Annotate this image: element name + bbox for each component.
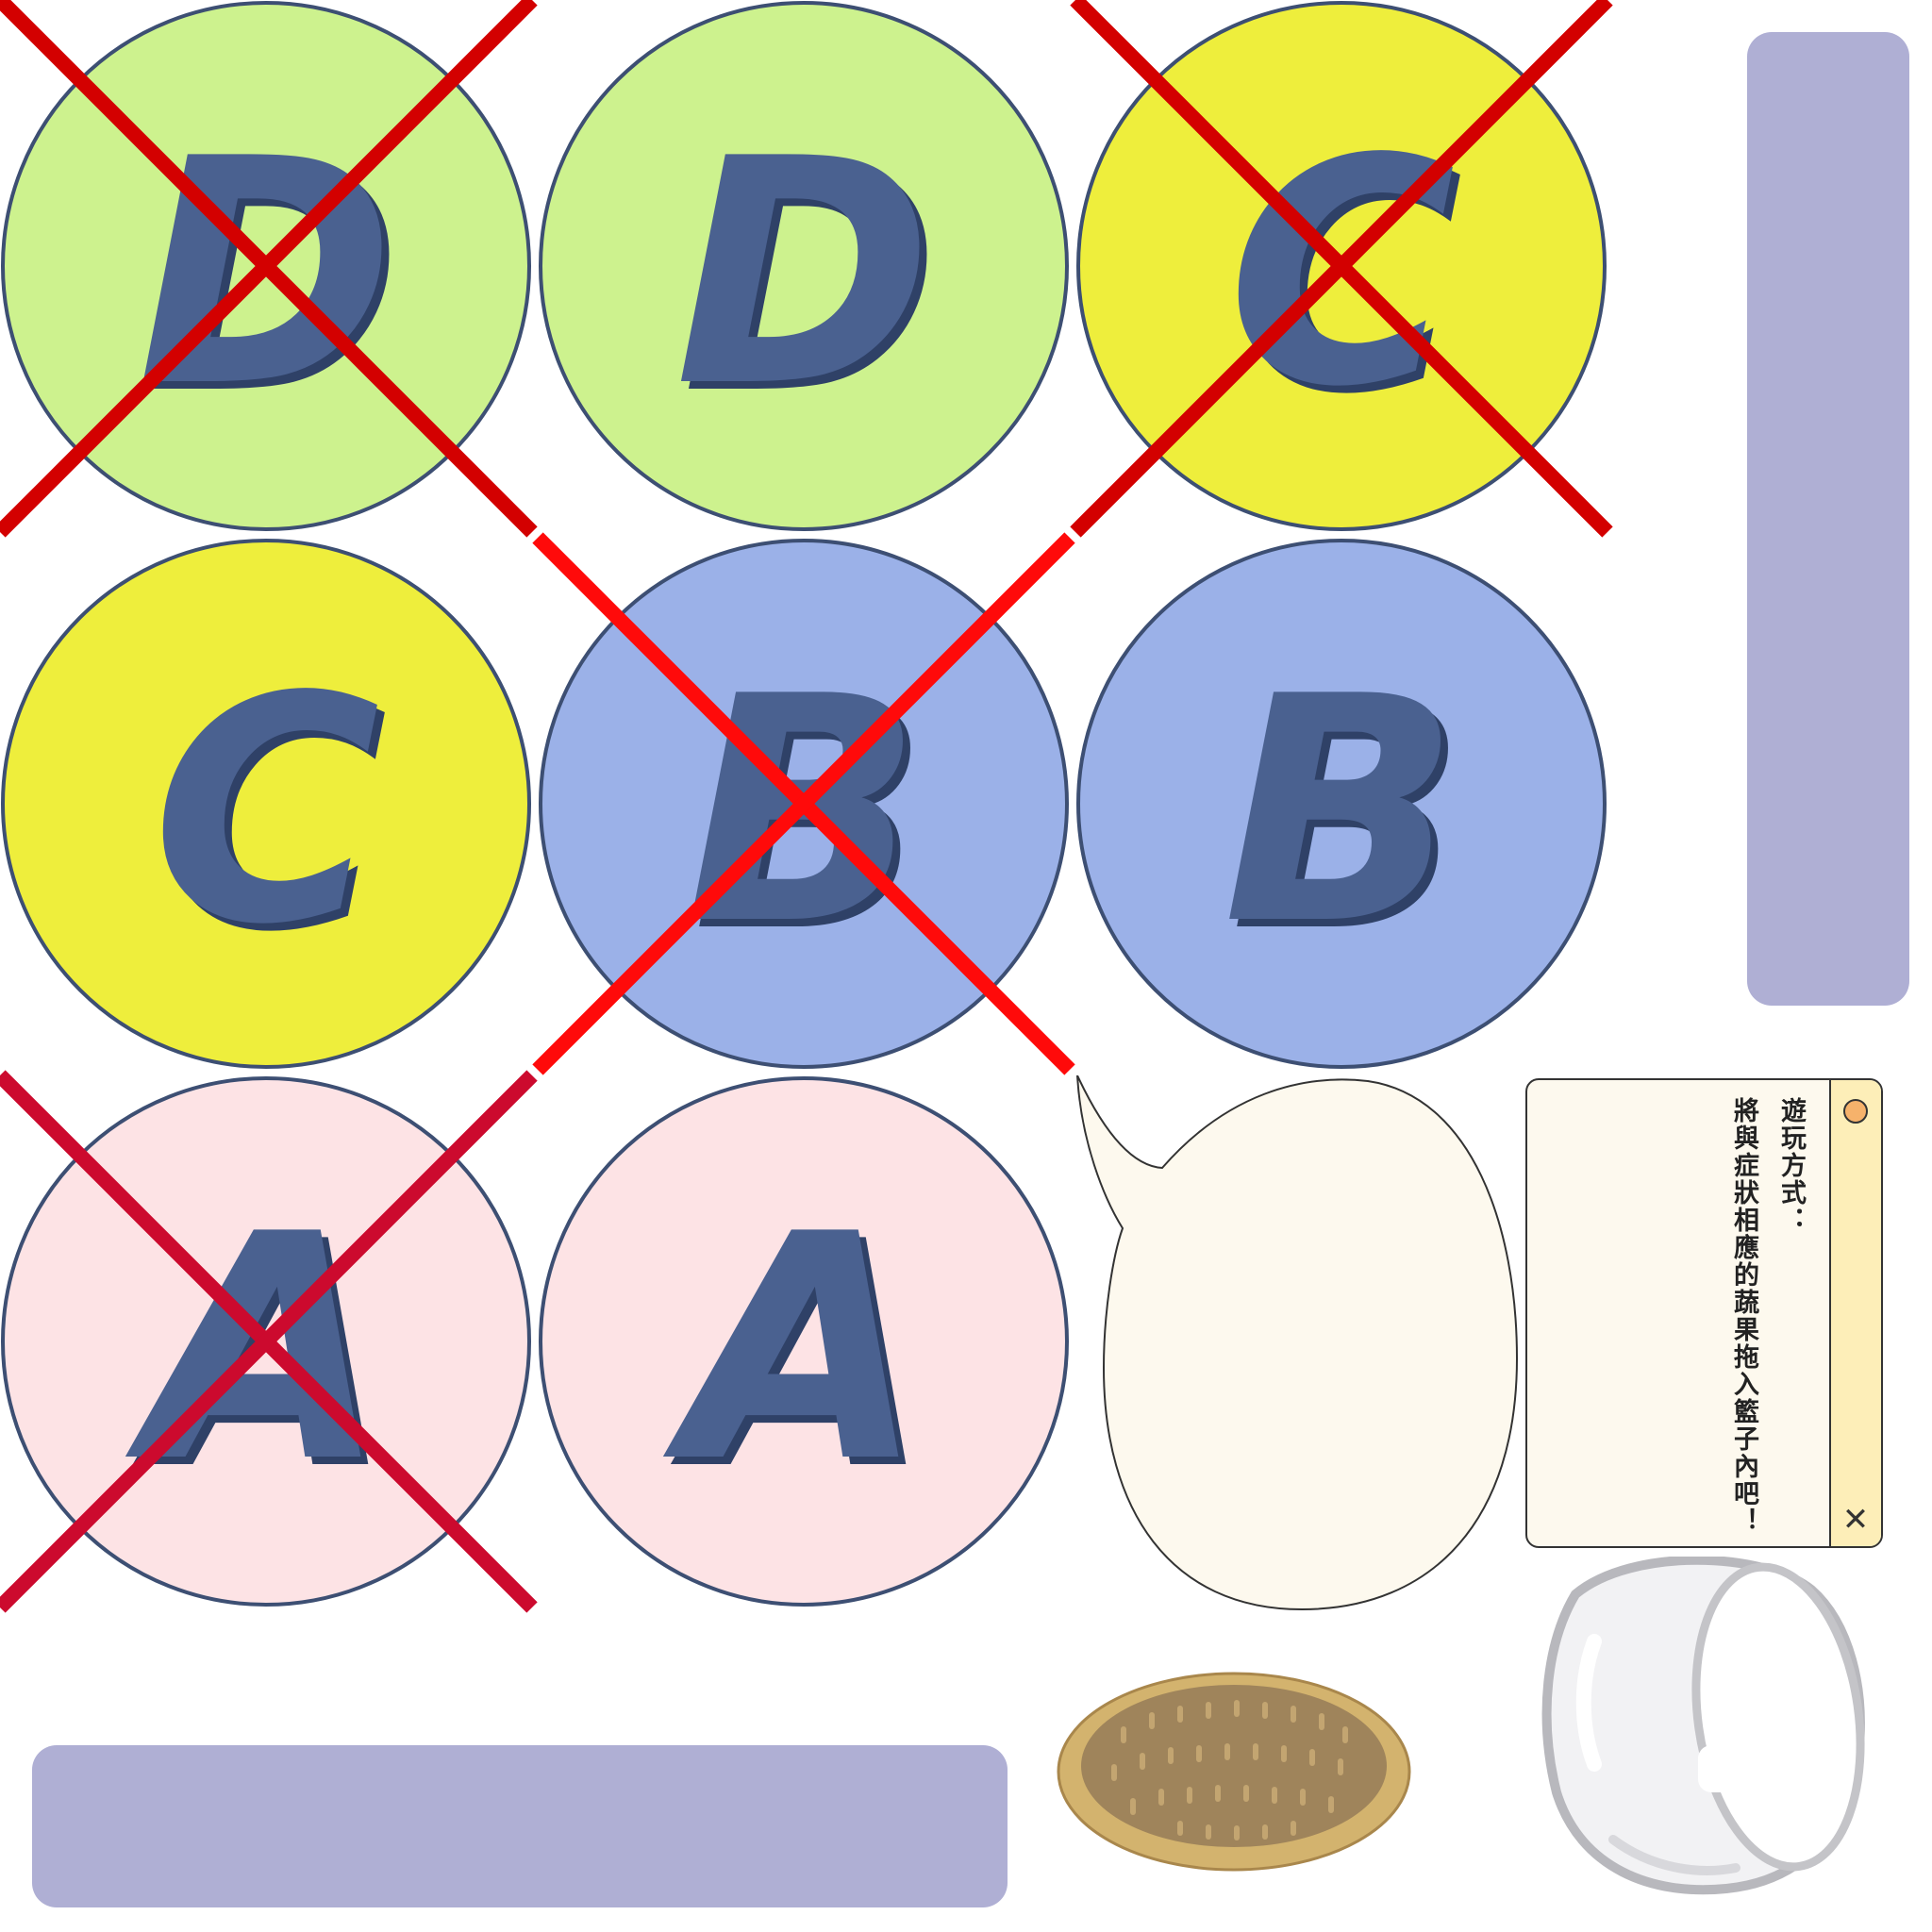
tile-a-crossed[interactable]: AA — [0, 1070, 538, 1613]
instructions-panel: ✕ 遊玩方式： 將與症狀相應的蔬果拖入籃子內吧！ — [1525, 1078, 1883, 1548]
tile-letter: D — [675, 92, 933, 455]
cross-mark-icon — [532, 532, 1075, 1075]
tile-letter-shadow: A — [667, 1175, 932, 1538]
basket-image[interactable] — [1055, 1670, 1413, 1873]
tile-circle — [539, 1, 1069, 531]
vertical-bar — [1747, 32, 1909, 1006]
instructions-title: 遊玩方式： — [1776, 1097, 1806, 1234]
instructions-body: 將與症狀相應的蔬果拖入籃子內吧！ — [1729, 1097, 1758, 1535]
tile-letter: C — [152, 630, 380, 992]
cross-mark-icon — [1070, 0, 1613, 538]
tile-letter-shadow: C — [159, 638, 388, 1000]
tile-c-crossed[interactable]: CC — [1070, 0, 1613, 538]
status-dot-icon — [1843, 1099, 1868, 1124]
tile-letter: B — [1223, 630, 1460, 992]
speech-bubble — [1075, 1075, 1519, 1613]
instructions-sidebar: ✕ — [1829, 1080, 1881, 1546]
tile-letter: A — [659, 1168, 924, 1530]
tile-circle — [1, 539, 531, 1069]
cross-mark-icon — [0, 0, 538, 538]
tile-letter-shadow: B — [1230, 638, 1468, 1000]
tile-circle — [1076, 539, 1607, 1069]
close-icon[interactable]: ✕ — [1841, 1501, 1870, 1539]
horizontal-bar — [32, 1745, 1008, 1907]
tile-d-crossed[interactable]: DD — [0, 0, 538, 538]
glass-bowl-image[interactable] — [1538, 1557, 1868, 1896]
tile-circle — [539, 1076, 1069, 1607]
cross-mark-icon — [0, 1070, 538, 1613]
tile-b-crossed[interactable]: BB — [532, 532, 1075, 1075]
tile-letter-shadow: D — [682, 100, 941, 462]
